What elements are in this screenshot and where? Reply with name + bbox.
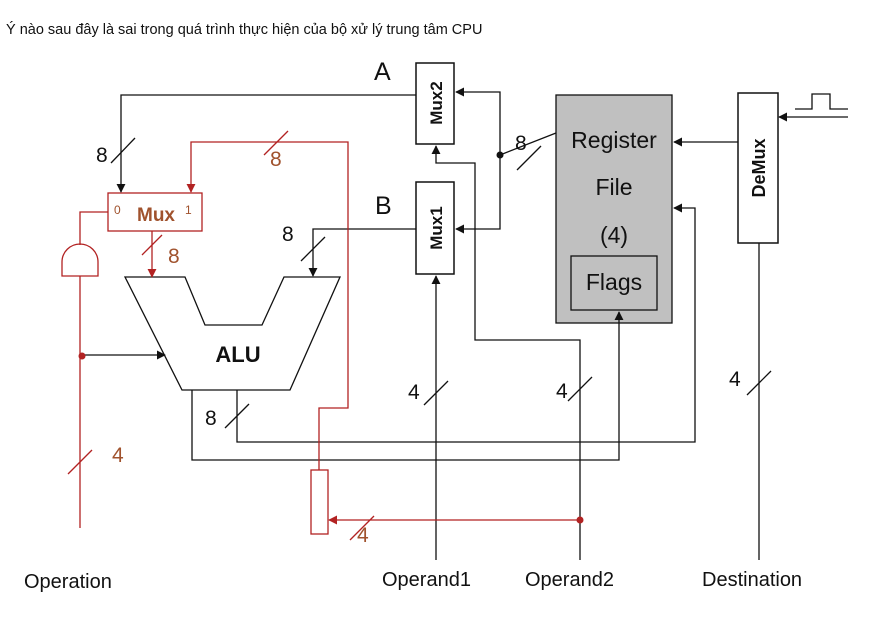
clock-pulse-icon: [795, 93, 848, 110]
width-red-top: 8: [270, 148, 282, 171]
input-operand1: Operand1: [382, 569, 471, 591]
width-operation: 4: [112, 444, 124, 467]
flags-label: Flags: [586, 269, 642, 295]
input-destination: Destination: [702, 569, 802, 591]
register-file-block: Register File (4) Flags: [555, 94, 673, 324]
question-text: Ý nào sau đây là sai trong quá trình thự…: [6, 22, 483, 38]
flag-latch-box: [310, 469, 329, 535]
flags-box: [570, 255, 658, 311]
mux2-block: Mux2: [415, 62, 455, 145]
label-b: B: [375, 192, 392, 220]
mux2-label: Mux2: [427, 81, 446, 124]
width-alu-in: 8: [282, 223, 294, 246]
register-label-line2: File: [595, 174, 632, 200]
width-destination: 4: [729, 368, 741, 391]
mux1-block: Mux1: [415, 181, 455, 275]
alu-label: ALU: [215, 342, 260, 367]
width-regfile: 8: [515, 132, 527, 155]
alu-block: ALU: [123, 276, 341, 391]
width-operand2: 4: [556, 380, 568, 403]
mux-small-block: 0 Mux 1: [107, 192, 203, 232]
register-label-line1: Register: [571, 127, 657, 153]
width-red-mid: 8: [168, 245, 180, 268]
label-a: A: [374, 58, 391, 86]
input-operation: Operation: [24, 571, 112, 593]
demux-block: DeMux: [737, 92, 779, 244]
and-gate: [61, 243, 99, 277]
width-left: 8: [96, 144, 108, 167]
input-operand2: Operand2: [525, 569, 614, 591]
register-label-line3: (4): [600, 222, 628, 248]
mux-small-in1: 1: [185, 203, 192, 217]
width-red-bottom: 4: [357, 524, 369, 547]
width-alu-out: 8: [205, 407, 217, 430]
mux-small-in0: 0: [114, 203, 121, 217]
demux-label: DeMux: [749, 138, 769, 197]
width-operand1: 4: [408, 381, 420, 404]
mux-small-label: Mux: [137, 205, 175, 226]
mux1-label: Mux1: [427, 206, 446, 249]
